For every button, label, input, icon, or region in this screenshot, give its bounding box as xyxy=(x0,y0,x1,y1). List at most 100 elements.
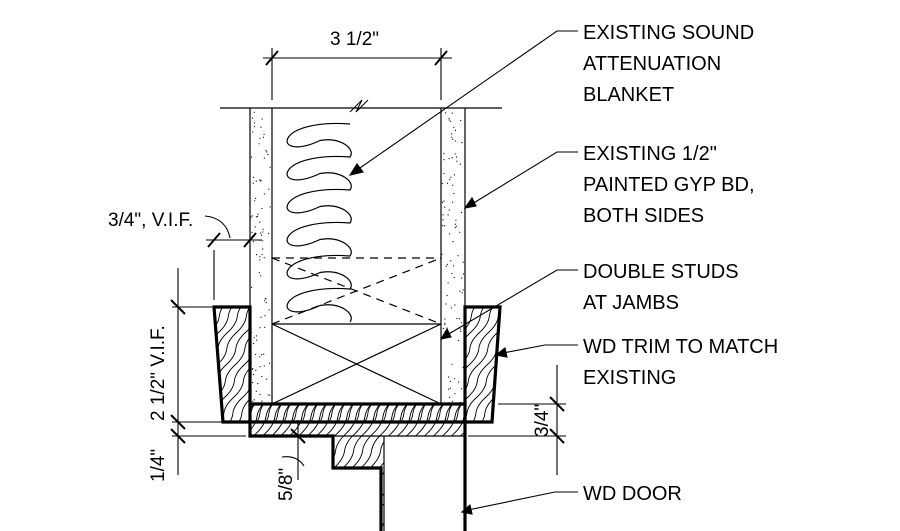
gyp-stipple-dot xyxy=(460,388,463,390)
gyp-stipple-dot xyxy=(454,129,457,131)
dim-wall-width-tick-left xyxy=(265,50,279,66)
callout-studs: DOUBLE STUDS AT JAMBS xyxy=(583,261,739,314)
gyp-stipple-dot xyxy=(453,277,455,279)
gyp-stipple-dot xyxy=(453,378,456,380)
gyp-stipple-dot xyxy=(269,206,271,208)
door-grain-line xyxy=(275,404,358,531)
gyp-stipple-dot xyxy=(456,160,458,162)
gyp-stipple-dot xyxy=(263,365,265,367)
gyp-stipple-dot xyxy=(454,393,456,395)
gyp-stipple-dot xyxy=(459,328,461,330)
door-grain-line xyxy=(374,404,457,531)
gyp-stipple-dot xyxy=(441,201,443,204)
dim-gyp-gap-tick-left xyxy=(207,232,221,248)
gyp-stipple-dot xyxy=(268,309,270,311)
door-grain-line xyxy=(250,404,331,531)
gyp-stipple-dot xyxy=(444,318,446,320)
gyp-stipple-dot xyxy=(267,153,269,156)
gyp-stipple-dot xyxy=(254,226,256,228)
gyp-stipple-dot xyxy=(256,215,259,217)
gyp-stipple-dot xyxy=(450,120,452,122)
gyp-stipple-dot xyxy=(262,248,264,250)
trim-grain-line xyxy=(214,307,275,422)
door-grain-line xyxy=(419,404,465,531)
arrow-gyp xyxy=(463,196,477,209)
gyp-stipple-dot xyxy=(261,400,263,402)
trim-grain-line xyxy=(321,307,401,422)
door-grain-line xyxy=(347,404,430,531)
leader-gyp xyxy=(471,151,578,205)
gyp-stipple-dot xyxy=(263,257,265,259)
gyp-stipple-dot xyxy=(446,263,448,265)
gyp-stipple-dot xyxy=(445,303,447,305)
gyp-stipple-dot xyxy=(261,354,263,356)
gyp-stipple-dot xyxy=(460,330,462,332)
callout-blanket-line-3: BLANKET xyxy=(583,84,674,106)
trim-grain-line xyxy=(70,300,148,430)
gyp-stipple-dot xyxy=(252,182,254,184)
gyp-stipple-dot xyxy=(450,307,453,309)
door-grain-line xyxy=(250,404,295,531)
gyp-stipple-dot xyxy=(252,241,254,243)
gyp-stipple-dot xyxy=(262,136,265,138)
gyp-stipple-dot xyxy=(452,184,454,186)
leader-trim xyxy=(502,344,578,354)
gyp-stipple-dot xyxy=(444,225,446,227)
dim-wall-width-tick-right xyxy=(434,50,448,66)
gyp-stipple-dot xyxy=(461,142,463,144)
gyp-stipple-dot xyxy=(450,176,452,178)
gyp-stipple-dot xyxy=(451,273,453,275)
gyp-stipple-dot xyxy=(256,254,258,256)
door-grain-line xyxy=(250,404,322,531)
callout-door-line-1: WD DOOR xyxy=(583,483,682,505)
dim-five-eighths-tick xyxy=(290,428,306,444)
gyp-stipple-dot xyxy=(453,126,455,128)
door-grain-line xyxy=(410,404,465,531)
trim-grain-line xyxy=(330,307,410,422)
dim-three-quarter-text: 3/4" xyxy=(532,404,553,437)
leader-studs xyxy=(446,269,578,336)
callout-gyp-line-1: EXISTING 1/2" xyxy=(583,143,717,165)
gyp-stipple-dot xyxy=(264,300,266,302)
trim-grain-line xyxy=(375,307,455,422)
gyp-stipple-dot xyxy=(267,394,269,396)
gyp-stipple-dot xyxy=(253,126,256,128)
gyp-stipple-dot xyxy=(458,381,460,383)
door-grain-line xyxy=(266,404,349,531)
gyp-stipple-dot xyxy=(462,261,464,263)
gyp-stipple-dot xyxy=(252,400,254,402)
gyp-stipple-dot xyxy=(462,289,464,291)
trim-grain-line xyxy=(294,307,374,422)
gyp-stipple-dot xyxy=(253,122,255,124)
door-grain-line xyxy=(383,404,465,531)
trim-grain-line xyxy=(393,307,473,422)
gyp-stipple-dot xyxy=(452,138,454,140)
gyp-stipple-dot xyxy=(457,255,459,257)
sound-attenuation-blanket xyxy=(286,122,352,323)
gyp-stipple-dot xyxy=(448,388,450,390)
gyp-stipple-dot xyxy=(262,228,264,230)
gyp-stipple-dot xyxy=(258,272,260,274)
leader-door xyxy=(467,491,578,511)
dim-right-tick-top xyxy=(549,396,565,412)
callout-door: WD DOOR xyxy=(583,483,682,505)
dim-gyp-gap-text: 3/4", V.I.F. xyxy=(108,210,193,231)
gyp-stipple-dot xyxy=(461,277,463,279)
door-grain-line xyxy=(250,404,268,531)
gyp-stipple-dot xyxy=(252,117,254,119)
gyp-stipple-dot xyxy=(454,223,456,225)
gyp-stipple-dot xyxy=(447,282,449,284)
gyp-stipple-dot xyxy=(251,286,253,288)
arrow-trim xyxy=(494,347,508,358)
dim-five-eighths-leader xyxy=(281,456,305,467)
gyp-stipple-dot xyxy=(259,137,261,139)
trim-grain-line xyxy=(133,300,211,430)
gyp-stipple-dot xyxy=(259,259,261,261)
gyp-stipple-dot xyxy=(263,157,265,159)
gyp-stipple-dot xyxy=(449,396,451,398)
gyp-stipple-dot xyxy=(457,339,460,342)
arrow-studs xyxy=(439,327,452,340)
gyp-stipple-dot xyxy=(460,212,463,214)
